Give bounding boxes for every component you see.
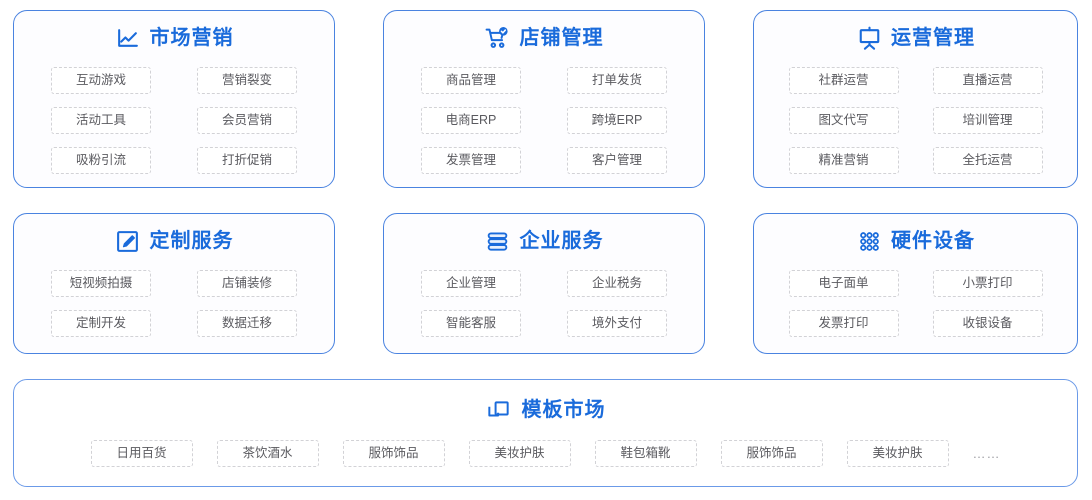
- item-pill[interactable]: 营销裂变: [197, 67, 297, 94]
- item-pill[interactable]: 精准营销: [788, 147, 899, 174]
- item-pill[interactable]: 企业管理: [421, 270, 521, 297]
- card-title: 店铺管理: [519, 27, 604, 49]
- overlapping-squares-icon: [486, 397, 512, 423]
- tag-pill[interactable]: 美妆护肤: [846, 440, 949, 467]
- item-pill[interactable]: 发票管理: [421, 147, 521, 174]
- item-pill[interactable]: 定制开发: [51, 310, 151, 337]
- tag-pill[interactable]: 茶饮酒水: [216, 440, 319, 467]
- item-pill[interactable]: 客户管理: [567, 147, 667, 174]
- banner-title: 模板市场: [521, 399, 606, 421]
- item-pill[interactable]: 全托运营: [932, 147, 1043, 174]
- card-header: 运营管理: [754, 13, 1077, 63]
- card-header: 定制服务: [14, 216, 334, 266]
- item-pill[interactable]: 电商ERP: [421, 107, 521, 134]
- item-grid: 社群运营 直播运营 图文代写 培训管理 精准营销 全托运营: [754, 67, 1077, 174]
- card-title: 企业服务: [519, 230, 604, 252]
- item-pill[interactable]: 会员营销: [197, 107, 297, 134]
- banner-tag-list: 日用百货 茶饮酒水 服饰饰品 美妆护肤 鞋包箱靴 服饰饰品 美妆护肤 ……: [14, 440, 1077, 467]
- item-pill[interactable]: 商品管理: [421, 67, 521, 94]
- item-pill[interactable]: 直播运营: [932, 67, 1043, 94]
- item-pill[interactable]: 图文代写: [788, 107, 899, 134]
- item-grid: 商品管理 打单发货 电商ERP 跨境ERP 发票管理 客户管理: [384, 67, 704, 174]
- line-chart-icon: [115, 25, 141, 51]
- card-enterprise-service[interactable]: 企业服务 企业管理 企业税务 智能客服 境外支付: [383, 213, 705, 354]
- item-pill[interactable]: 企业税务: [567, 270, 667, 297]
- item-pill[interactable]: 数据迁移: [197, 310, 297, 337]
- card-header: 市场营销: [14, 13, 334, 63]
- item-pill[interactable]: 跨境ERP: [567, 107, 667, 134]
- more-tags-ellipsis: ……: [972, 446, 1001, 461]
- dot-grid-icon: [856, 228, 882, 254]
- item-pill[interactable]: 互动游戏: [51, 67, 151, 94]
- item-pill[interactable]: 发票打印: [788, 310, 899, 337]
- item-pill[interactable]: 打折促销: [197, 147, 297, 174]
- card-marketing[interactable]: 市场营销 互动游戏 营销裂变 活动工具 会员营销 吸粉引流 打折促销: [13, 10, 335, 188]
- card-title: 市场营销: [149, 27, 234, 49]
- item-pill[interactable]: 吸粉引流: [51, 147, 151, 174]
- banner-header: 模板市场: [14, 386, 1077, 434]
- item-grid: 电子面单 小票打印 发票打印 收银设备: [754, 270, 1077, 337]
- item-pill[interactable]: 电子面单: [788, 270, 899, 297]
- card-hardware-devices[interactable]: 硬件设备 电子面单 小票打印 发票打印 收银设备: [753, 213, 1078, 354]
- tag-pill[interactable]: 美妆护肤: [468, 440, 571, 467]
- item-pill[interactable]: 境外支付: [567, 310, 667, 337]
- edit-square-icon: [115, 228, 141, 254]
- card-title: 定制服务: [149, 230, 234, 252]
- card-header: 企业服务: [384, 216, 704, 266]
- item-pill[interactable]: 培训管理: [932, 107, 1043, 134]
- card-header: 店铺管理: [384, 13, 704, 63]
- item-grid: 短视频拍摄 店铺装修 定制开发 数据迁移: [14, 270, 334, 337]
- item-pill[interactable]: 短视频拍摄: [51, 270, 151, 297]
- item-pill[interactable]: 活动工具: [51, 107, 151, 134]
- tag-pill[interactable]: 日用百货: [90, 440, 193, 467]
- item-pill[interactable]: 小票打印: [932, 270, 1043, 297]
- item-pill[interactable]: 收银设备: [932, 310, 1043, 337]
- item-pill[interactable]: 社群运营: [788, 67, 899, 94]
- tag-pill[interactable]: 服饰饰品: [720, 440, 823, 467]
- card-operations-management[interactable]: 运营管理 社群运营 直播运营 图文代写 培训管理 精准营销 全托运营: [753, 10, 1078, 188]
- shopping-cart-check-icon: [485, 25, 511, 51]
- item-pill[interactable]: 打单发货: [567, 67, 667, 94]
- card-header: 硬件设备: [754, 216, 1077, 266]
- card-title: 硬件设备: [891, 230, 975, 252]
- tag-pill[interactable]: 鞋包箱靴: [594, 440, 697, 467]
- presentation-board-icon: [856, 25, 882, 51]
- tag-pill[interactable]: 服饰饰品: [342, 440, 445, 467]
- card-custom-service[interactable]: 定制服务 短视频拍摄 店铺装修 定制开发 数据迁移: [13, 213, 335, 354]
- item-grid: 企业管理 企业税务 智能客服 境外支付: [384, 270, 704, 337]
- stacked-bars-icon: [485, 228, 511, 254]
- card-shop-management[interactable]: 店铺管理 商品管理 打单发货 电商ERP 跨境ERP 发票管理 客户管理: [383, 10, 705, 188]
- item-grid: 互动游戏 营销裂变 活动工具 会员营销 吸粉引流 打折促销: [14, 67, 334, 174]
- item-pill[interactable]: 店铺装修: [197, 270, 297, 297]
- item-pill[interactable]: 智能客服: [421, 310, 521, 337]
- banner-template-market[interactable]: 模板市场 日用百货 茶饮酒水 服饰饰品 美妆护肤 鞋包箱靴 服饰饰品 美妆护肤 …: [13, 379, 1078, 487]
- card-title: 运营管理: [891, 27, 975, 49]
